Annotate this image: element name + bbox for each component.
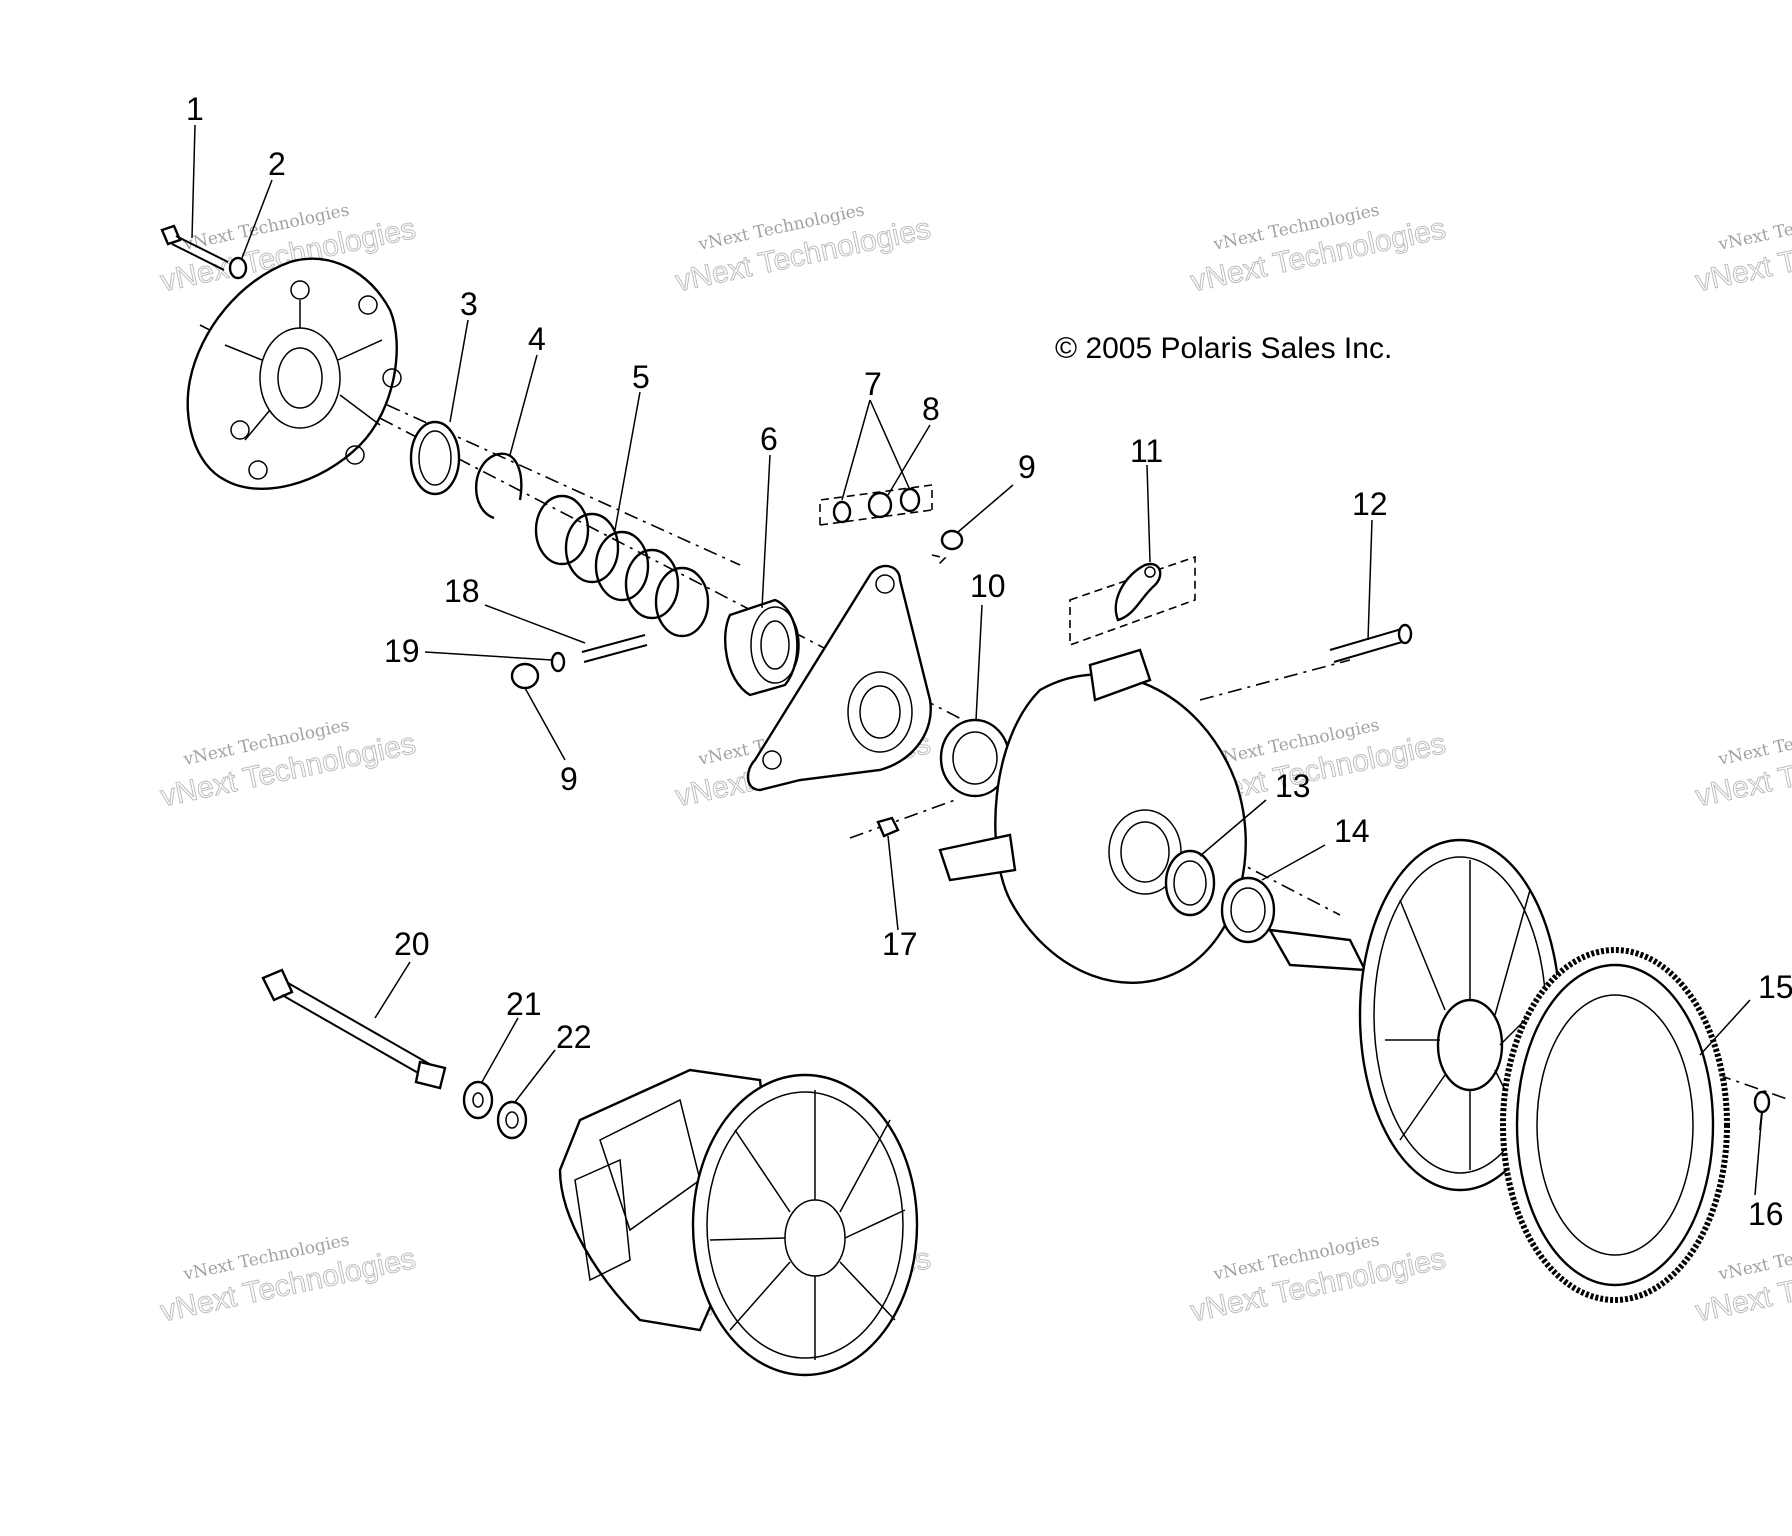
callout-10: 10 <box>970 568 1006 604</box>
part-15-ring-gear <box>1500 947 1730 1303</box>
moveable-sheave <box>938 648 1247 984</box>
watermark: vNext Technologies vNext Technologies <box>1692 715 1792 814</box>
part-12-pin <box>1329 623 1413 663</box>
callout-18: 18 <box>444 573 480 609</box>
part-9-bushing-upper <box>931 529 964 566</box>
callout-13: 13 <box>1275 768 1311 804</box>
callout-19: 19 <box>384 633 420 669</box>
part-6-hub <box>723 598 800 697</box>
part-17-nut <box>876 816 900 838</box>
part-13-bushing <box>1164 849 1216 917</box>
part-2-washer <box>228 256 248 280</box>
callout-14: 14 <box>1334 813 1370 849</box>
callout-5: 5 <box>632 359 650 395</box>
callout-12: 12 <box>1352 486 1388 522</box>
copyright-notice: © 2005 Polaris Sales Inc. <box>1055 332 1392 365</box>
part-4-snap-ring <box>474 452 523 520</box>
callout-11: 11 <box>1130 433 1163 469</box>
part-1-bolt <box>160 224 229 271</box>
part-11-cam-weight <box>1069 555 1196 647</box>
callout-20: 20 <box>394 926 430 962</box>
part-14-washer <box>1220 876 1276 944</box>
cover-plate <box>186 257 402 491</box>
callout-15: 15 <box>1758 969 1792 1005</box>
part-22-nut <box>496 1100 528 1140</box>
callout-9-lower: 9 <box>560 761 578 797</box>
callout-21: 21 <box>506 986 542 1022</box>
part-19-washer <box>550 651 566 673</box>
callout-7: 7 <box>864 366 882 402</box>
drive-clutch-assembly <box>558 1068 919 1377</box>
parts-7-8-roller-assembly <box>819 484 933 526</box>
callout-16: 16 <box>1748 1196 1784 1232</box>
watermark: vNext Technologies vNext Technologies <box>157 715 419 814</box>
callout-2: 2 <box>268 146 286 182</box>
part-18-pin <box>581 634 648 663</box>
callout-9-upper: 9 <box>1018 449 1036 485</box>
callout-8: 8 <box>922 391 940 427</box>
callout-4: 4 <box>528 321 546 357</box>
part-3-bushing <box>409 420 461 496</box>
callout-22: 22 <box>556 1019 592 1055</box>
callout-3: 3 <box>460 286 478 322</box>
watermark: vNext Technologies vNext Technologies <box>672 200 934 299</box>
watermark: vNext Technologies vNext Technologies <box>1187 1230 1449 1329</box>
watermark: vNext Technologies vNext Technologies <box>157 1230 419 1329</box>
spider-arm <box>746 564 932 792</box>
callout-1: 1 <box>186 91 204 127</box>
part-20-bolt <box>261 968 447 1090</box>
callout-6: 6 <box>760 421 778 457</box>
part-16-bolt <box>1753 1090 1771 1131</box>
callouts: 1 2 3 4 5 6 7 8 9 9 10 11 12 13 14 15 16… <box>186 91 1792 1232</box>
part-21-washer <box>462 1080 494 1120</box>
callout-17: 17 <box>882 926 918 962</box>
part-5-spring <box>534 494 710 638</box>
part-9-bushing-lower <box>510 662 540 690</box>
leader-lines <box>191 124 1763 1196</box>
watermark: vNext Technologies vNext Technologies <box>1692 200 1792 299</box>
watermark: vNext Technologies vNext Technologies <box>1187 200 1449 299</box>
